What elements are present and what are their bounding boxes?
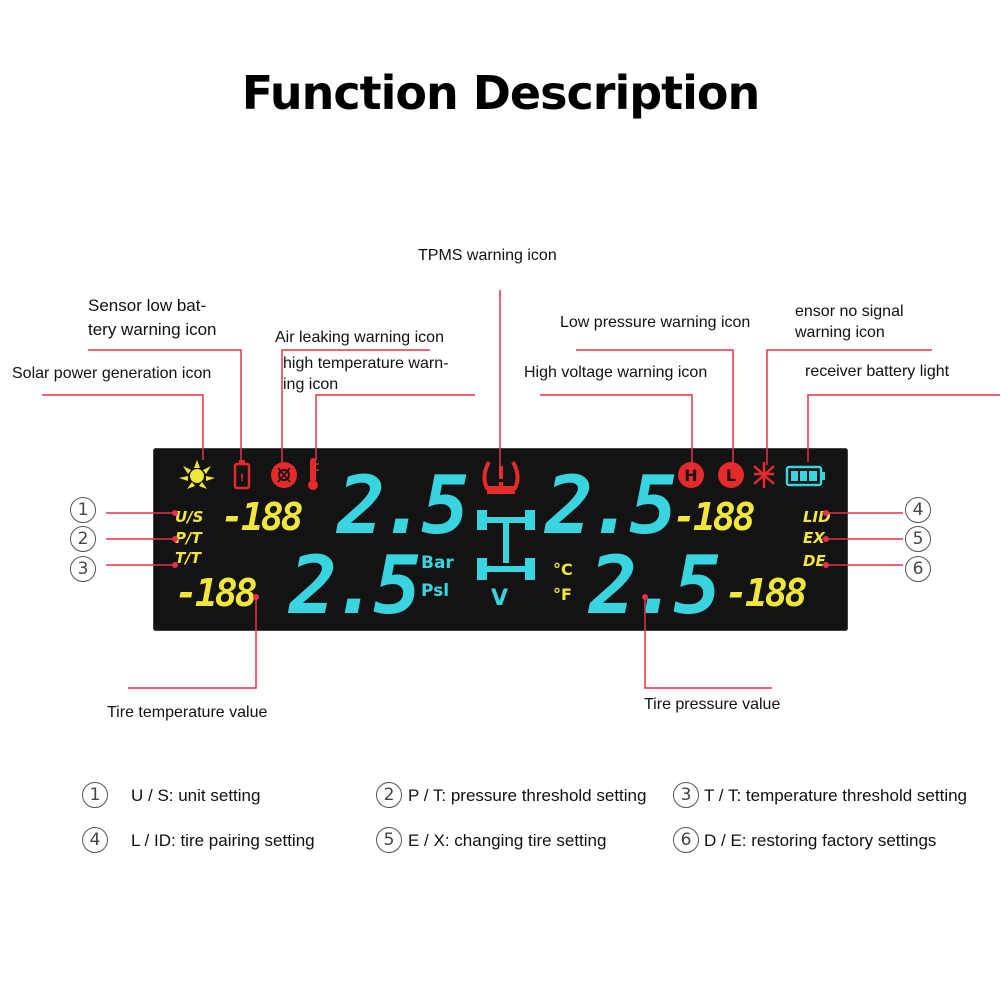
tt-indicator: T/T bbox=[175, 549, 201, 567]
legend-3-text: T / T: temperature threshold setting bbox=[704, 786, 968, 805]
label-high-temp-line2: ing icon bbox=[283, 376, 339, 393]
label-sensor-low-battery-line2: tery warning icon bbox=[88, 320, 217, 339]
label-solar-power: Solar power generation icon bbox=[12, 365, 212, 382]
label-receiver-battery: receiver battery light bbox=[805, 363, 950, 380]
legend-2-text: P / T: pressure threshold setting bbox=[408, 786, 647, 805]
us-indicator: U/S bbox=[175, 508, 204, 526]
solar-icon bbox=[179, 460, 215, 489]
car-chassis-icon bbox=[477, 510, 535, 580]
legend-6-text: D / E: restoring factory settings bbox=[704, 831, 937, 850]
temp-rear-left: -188 bbox=[175, 571, 257, 615]
marker-1: 1 bbox=[70, 497, 96, 523]
high-voltage-icon: H bbox=[678, 462, 704, 488]
ex-indicator: EX bbox=[803, 529, 825, 547]
label-air-leaking: Air leaking warning icon bbox=[275, 329, 444, 346]
sensor-no-signal-icon bbox=[753, 462, 775, 488]
svg-text:L: L bbox=[726, 466, 736, 485]
pressure-front-right: 2.5 bbox=[545, 459, 677, 552]
sensor-low-battery-icon: ! bbox=[233, 460, 251, 490]
high-temperature-icon bbox=[308, 458, 319, 490]
legend-1-text: U / S: unit setting bbox=[131, 786, 261, 805]
pressure-rear-right: 2.5 bbox=[589, 539, 721, 632]
legend-1-number: 1 bbox=[82, 782, 108, 808]
pressure-rear-left: 2.5 bbox=[289, 539, 421, 632]
label-sensor-no-signal-line1: ensor no signal bbox=[795, 303, 904, 320]
tpms-warning-icon bbox=[482, 461, 520, 494]
temp-rear-right: -188 bbox=[725, 571, 807, 615]
svg-text:!: ! bbox=[240, 473, 245, 484]
unit-voltage: V bbox=[491, 586, 509, 611]
marker-4: 4 bbox=[905, 497, 931, 523]
label-low-pressure: Low pressure warning icon bbox=[560, 314, 751, 331]
receiver-battery-icon bbox=[785, 465, 825, 487]
label-tire-temperature: Tire temperature value bbox=[107, 704, 268, 721]
legend-2-number: 2 bbox=[376, 782, 402, 808]
marker-2: 2 bbox=[70, 526, 96, 552]
legend-4-number: 4 bbox=[82, 827, 108, 853]
pressure-front-left: 2.5 bbox=[337, 459, 469, 552]
label-high-temp-line1: high temperature warn- bbox=[283, 355, 449, 372]
marker-5: 5 bbox=[905, 526, 931, 552]
legend-6-number: 6 bbox=[673, 827, 699, 853]
marker-6: 6 bbox=[905, 556, 931, 582]
legend-5-text: E / X: changing tire setting bbox=[408, 831, 607, 850]
svg-text:H: H bbox=[684, 466, 697, 485]
legend-4-text: L / ID: tire pairing setting bbox=[131, 831, 315, 850]
unit-psi: Psl bbox=[421, 581, 450, 601]
unit-celsius: °C bbox=[553, 560, 573, 579]
legend-3-number: 3 bbox=[673, 782, 699, 808]
air-leaking-icon bbox=[271, 462, 297, 488]
low-pressure-icon: L bbox=[718, 462, 744, 488]
page-title: Function Description bbox=[241, 66, 761, 120]
de-indicator: DE bbox=[803, 552, 826, 570]
legend-5-number: 5 bbox=[376, 827, 402, 853]
label-sensor-no-signal-line2: warning icon bbox=[795, 324, 885, 341]
label-sensor-low-battery-line1: Sensor low bat- bbox=[88, 296, 207, 315]
unit-bar: Bar bbox=[421, 553, 454, 573]
marker-3: 3 bbox=[70, 556, 96, 582]
unit-fahrenheit: °F bbox=[553, 585, 572, 604]
label-tire-pressure: Tire pressure value bbox=[644, 696, 781, 713]
label-high-voltage: High voltage warning icon bbox=[524, 364, 708, 381]
pt-indicator: P/T bbox=[175, 529, 202, 547]
temp-front-right: -188 bbox=[673, 495, 755, 539]
label-tpms-warning: TPMS warning icon bbox=[418, 247, 557, 264]
lcd-display-panel: ! H L U/S P/T T/T LID EX DE bbox=[153, 448, 848, 631]
temp-front-left: -188 bbox=[221, 495, 303, 539]
